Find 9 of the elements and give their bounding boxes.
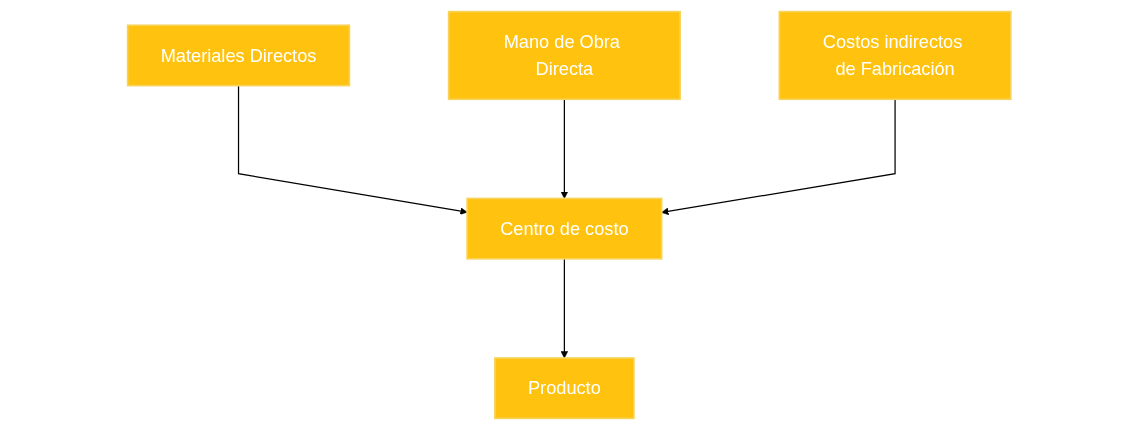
node-box [466, 197, 663, 260]
arrow [560, 257, 568, 358]
node-box [447, 10, 681, 100]
node-box [126, 23, 351, 86]
arrow [661, 98, 896, 215]
node-box [778, 10, 1012, 100]
flowchart: Materiales Directos Mano de Obra Directa Costos indirectos de Fabricación Centro de costo Producto [120, 4, 1018, 425]
node-box [493, 356, 635, 419]
arrow [560, 98, 568, 199]
